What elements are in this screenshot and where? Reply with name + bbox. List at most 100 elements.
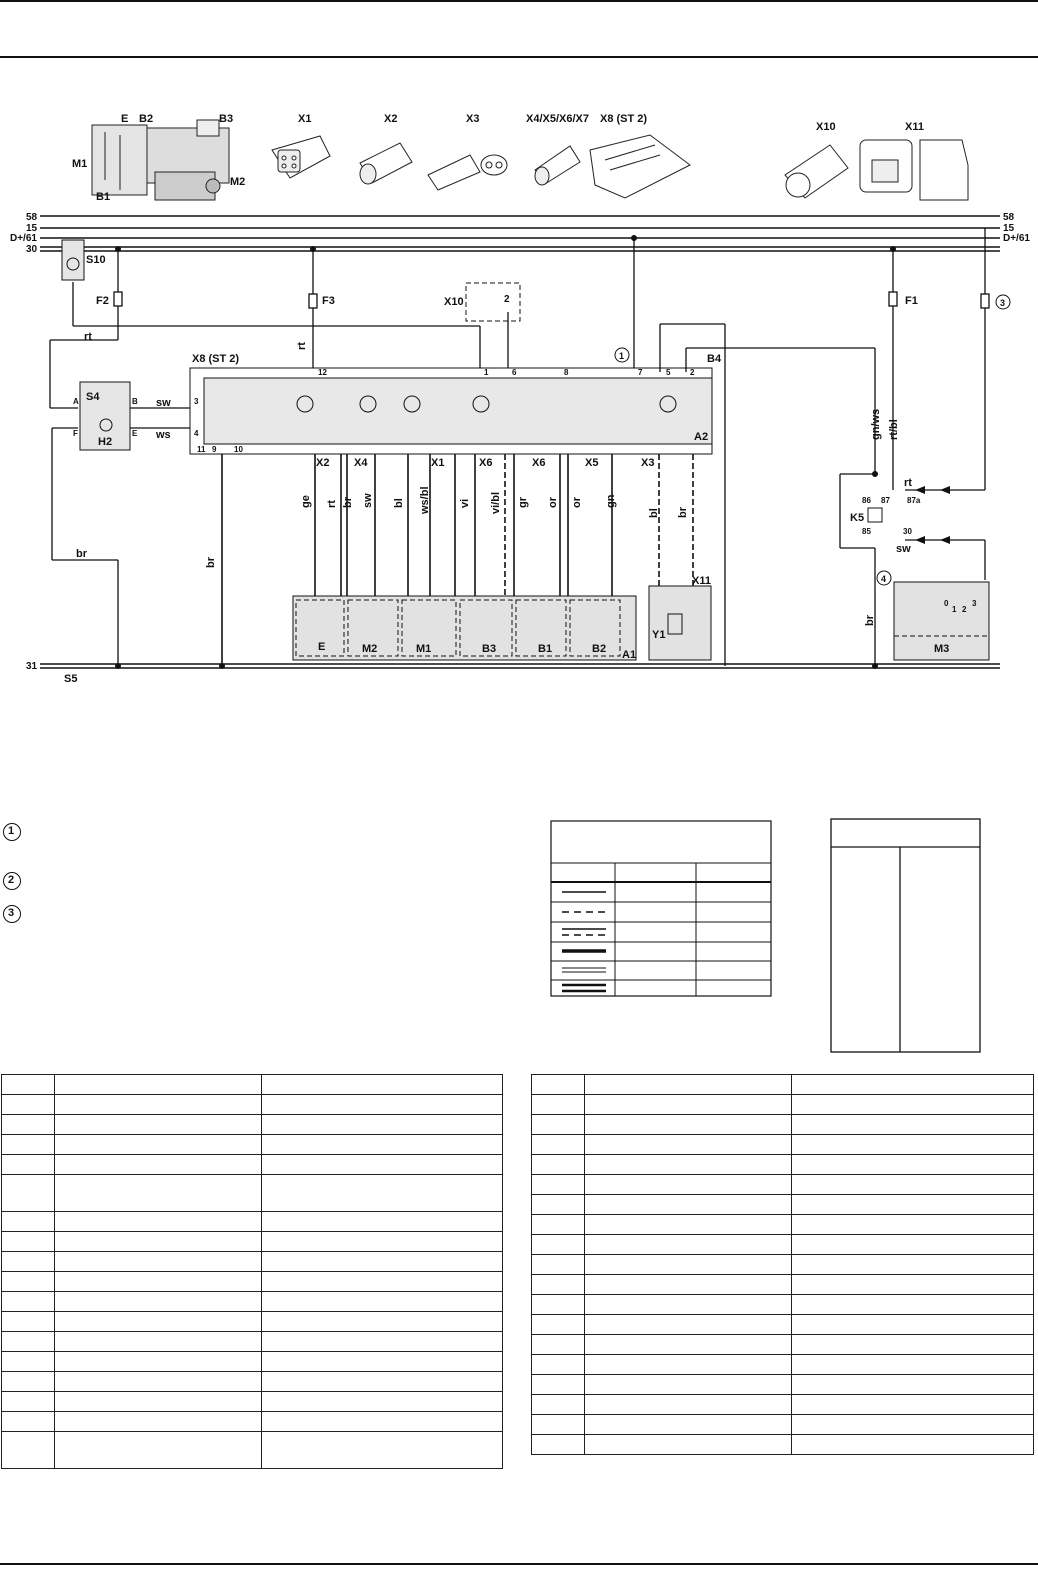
svg-text:X4: X4 [354,457,368,469]
parts-table-cell [791,1334,1034,1355]
parts-table-cell [53,1391,262,1412]
parts-table-row [531,1214,1034,1235]
wire-br-right: br [864,614,876,626]
header-rule [0,56,1038,58]
svg-text:X1: X1 [431,457,444,469]
rail-d61-right: D+/61 [1003,233,1030,244]
x10-pictogram [784,144,849,199]
rail-58-right: 58 [1003,212,1015,223]
parts-table-cell [531,1214,585,1235]
parts-table-row [1,1251,504,1272]
parts-table-cell [791,1134,1034,1155]
parts-table-row [531,1334,1034,1355]
parts-table-row [1,1174,504,1212]
parts-table-cell [53,1211,262,1232]
s10-label: S10 [86,254,106,266]
parts-table-cell [1,1371,55,1392]
x8-pictogram [589,134,691,199]
parts-table-cell [1,1291,55,1312]
legend-marker-2: 2 [3,872,21,890]
supply-rails [40,215,1000,669]
svg-text:12: 12 [318,368,327,377]
svg-text:4: 4 [881,574,886,584]
parts-table-cell [583,1294,793,1315]
parts-table-cell [583,1174,793,1195]
s4-switch [79,381,131,451]
parts-table-cell [791,1274,1034,1295]
parts-table-cell [583,1334,793,1355]
rail-30-left: 30 [26,244,38,255]
parts-table-cell [260,1231,504,1252]
top-border [0,0,1038,2]
parts-table-cell [531,1394,585,1415]
parts-table-cell [791,1434,1034,1455]
m3-label: M3 [934,643,949,655]
svg-text:0: 0 [944,599,949,608]
wire-br-left: br [76,548,88,560]
parts-table-cell [583,1154,793,1175]
a1-heater [292,595,637,661]
b4-label: B4 [707,353,722,365]
svg-text:or: or [571,496,583,508]
parts-table-cell [531,1174,585,1195]
y1-valve [648,585,712,661]
legend-marker-1: 1 [3,823,21,841]
legend-marker-3: 3 [3,905,21,923]
wire-ws-s4: ws [155,429,171,441]
parts-table-row [531,1254,1034,1275]
svg-text:bl: bl [393,498,405,508]
parts-table-cell [53,1351,262,1372]
svg-text:B2: B2 [592,643,606,655]
parts-table-cell [53,1291,262,1312]
parts-table-cell [1,1134,55,1155]
parts-table-cell [531,1414,585,1435]
x10-box-label: X10 [444,296,464,308]
x11-pictogram [859,139,969,201]
svg-text:1: 1 [952,605,957,614]
x11-label: X11 [692,575,711,587]
parts-table-cell [583,1274,793,1295]
parts-table-cell [583,1214,793,1235]
parts-table-cell [531,1074,585,1095]
svg-text:vi/bl: vi/bl [490,492,502,514]
parts-table-cell [583,1434,793,1455]
label-m1: M1 [72,158,87,170]
svg-text:9: 9 [212,445,217,454]
parts-table-row [1,1094,504,1115]
parts-table-cell [260,1391,504,1412]
parts-table-cell [1,1351,55,1372]
parts-table-cell [791,1074,1034,1095]
parts-table-cell [53,1251,262,1272]
parts-table-cell [583,1094,793,1115]
parts-table-cell [1,1211,55,1232]
svg-text:87a: 87a [907,496,921,505]
parts-table-cell [260,1114,504,1135]
s4-label: S4 [86,391,100,403]
f3-label: F3 [322,295,335,307]
label-x3-top: X3 [466,113,479,125]
parts-table-row [1,1311,504,1332]
parts-table-cell [1,1114,55,1135]
rail-15-right: 15 [1003,223,1015,234]
svg-text:7: 7 [638,368,643,377]
parts-table-cell [53,1134,262,1155]
parts-table-cell [531,1154,585,1175]
parts-table-row [1,1391,504,1412]
parts-table-row [1,1351,504,1372]
parts-table-cell [1,1331,55,1352]
parts-table-row [531,1174,1034,1195]
parts-table-cell [260,1411,504,1432]
parts-table-cell [531,1434,585,1455]
parts-table-row [531,1154,1034,1175]
parts-table-cell [791,1234,1034,1255]
parts-table-cell [583,1394,793,1415]
svg-text:X5: X5 [585,457,598,469]
parts-table-cell [53,1154,262,1175]
parts-table-cell [583,1374,793,1395]
parts-table-cell [791,1394,1034,1415]
parts-table-cell [791,1174,1034,1195]
parts-table-cell [260,1211,504,1232]
parts-table-row [1,1154,504,1175]
parts-table-cell [260,1174,504,1212]
parts-table-cell [583,1354,793,1375]
